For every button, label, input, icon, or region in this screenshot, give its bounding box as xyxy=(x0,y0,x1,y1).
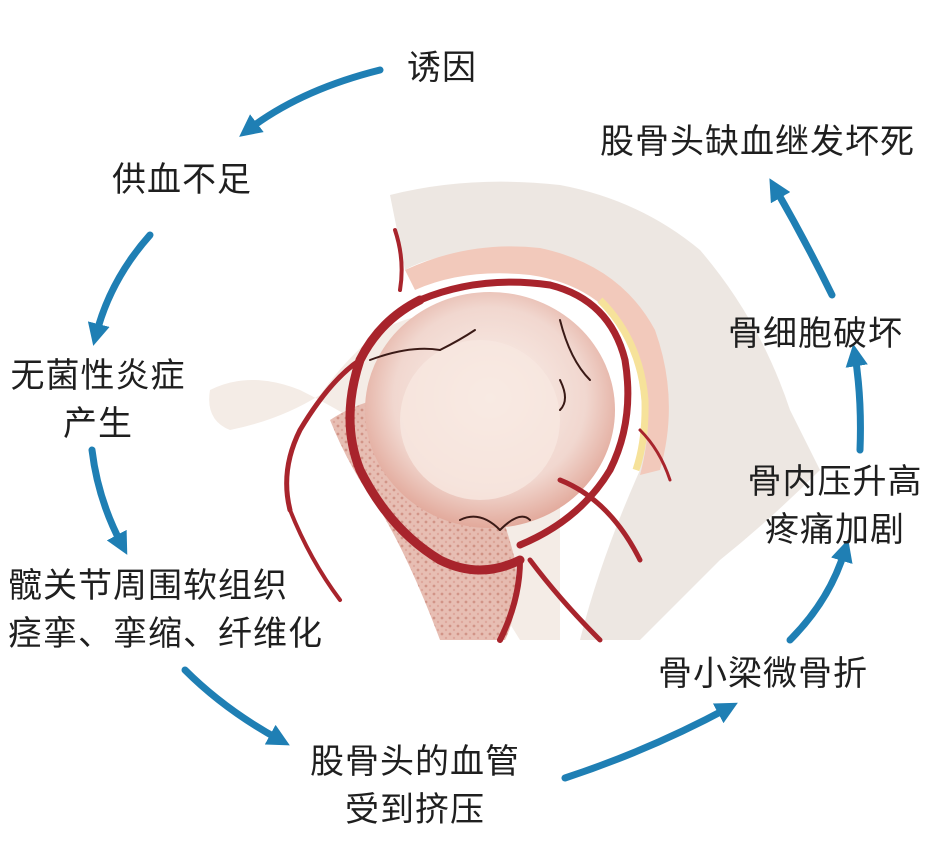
step-soft-tissue-line-2: 痉挛、挛缩、纤维化 xyxy=(8,614,323,654)
step-microfracture: 骨小梁微骨折 xyxy=(658,650,868,698)
blood-vessels xyxy=(284,228,672,643)
step-induce-line-1: 诱因 xyxy=(407,48,477,88)
step-blood-supply: 供血不足 xyxy=(112,156,252,204)
step-pressure: 骨内压升高 疼痛加剧 xyxy=(740,458,930,554)
arrow-microfracture-to-pressure xyxy=(786,539,853,644)
step-microfracture-line-1: 骨小梁微骨折 xyxy=(658,654,868,694)
cartilage-yellow xyxy=(597,297,649,472)
step-blood-supply-line-1: 供血不足 xyxy=(112,160,252,200)
step-soft-tissue: 髋关节周围软组织 痉挛、挛缩、纤维化 xyxy=(8,562,323,658)
step-vessel-compression-line-2: 受到挤压 xyxy=(345,790,485,830)
arrow-induce-to-blood xyxy=(239,66,384,137)
femoral-head-core xyxy=(400,340,560,500)
step-inflammation-line-1: 无菌性炎症 xyxy=(10,356,186,396)
arrow-softtissue-to-vessel xyxy=(181,666,290,746)
arrow-inflammation-to-softtissue xyxy=(88,446,128,555)
step-necrosis-line-1: 股骨头缺血继发坏死 xyxy=(600,122,915,162)
pelvis-shape xyxy=(390,181,820,640)
step-cell-damage: 骨细胞破坏 xyxy=(728,310,903,358)
step-vessel-compression: 股骨头的血管 受到挤压 xyxy=(300,738,530,834)
step-induce: 诱因 xyxy=(407,44,477,92)
step-soft-tissue-line-1: 髋关节周围软组织 xyxy=(8,566,288,606)
step-necrosis: 股骨头缺血继发坏死 xyxy=(600,118,915,166)
step-pressure-line-2: 疼痛加剧 xyxy=(765,510,905,550)
step-inflammation-line-2: 产生 xyxy=(63,404,133,444)
step-cell-damage-line-1: 骨细胞破坏 xyxy=(728,314,903,354)
step-pressure-line-1: 骨内压升高 xyxy=(747,462,923,502)
capillaries xyxy=(369,319,591,531)
arrow-cell-to-necrosis xyxy=(769,178,836,299)
arrow-blood-to-inflammation xyxy=(87,231,154,346)
step-inflammation: 无菌性炎症 产生 xyxy=(8,352,188,448)
arrow-vessel-to-microfracture xyxy=(561,702,738,782)
step-vessel-compression-line-1: 股骨头的血管 xyxy=(310,742,520,782)
arrow-pressure-to-cell xyxy=(845,343,868,454)
